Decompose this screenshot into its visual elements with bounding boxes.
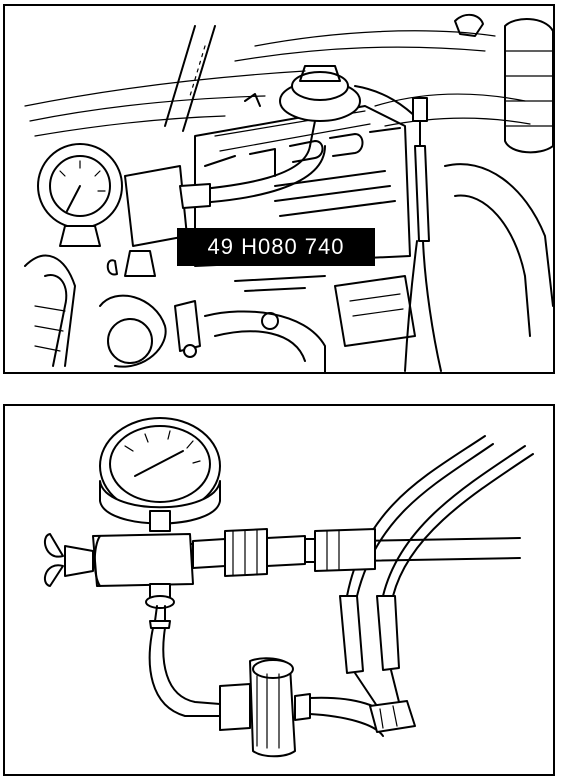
gauge-connection-illustration: [43, 417, 534, 758]
engine-installation-panel: 49 H080 740: [3, 4, 555, 374]
engine-bay-illustration: [24, 13, 553, 372]
part-number-label: 49 H080 740: [177, 228, 375, 266]
gauge-connection-panel: [3, 404, 555, 776]
